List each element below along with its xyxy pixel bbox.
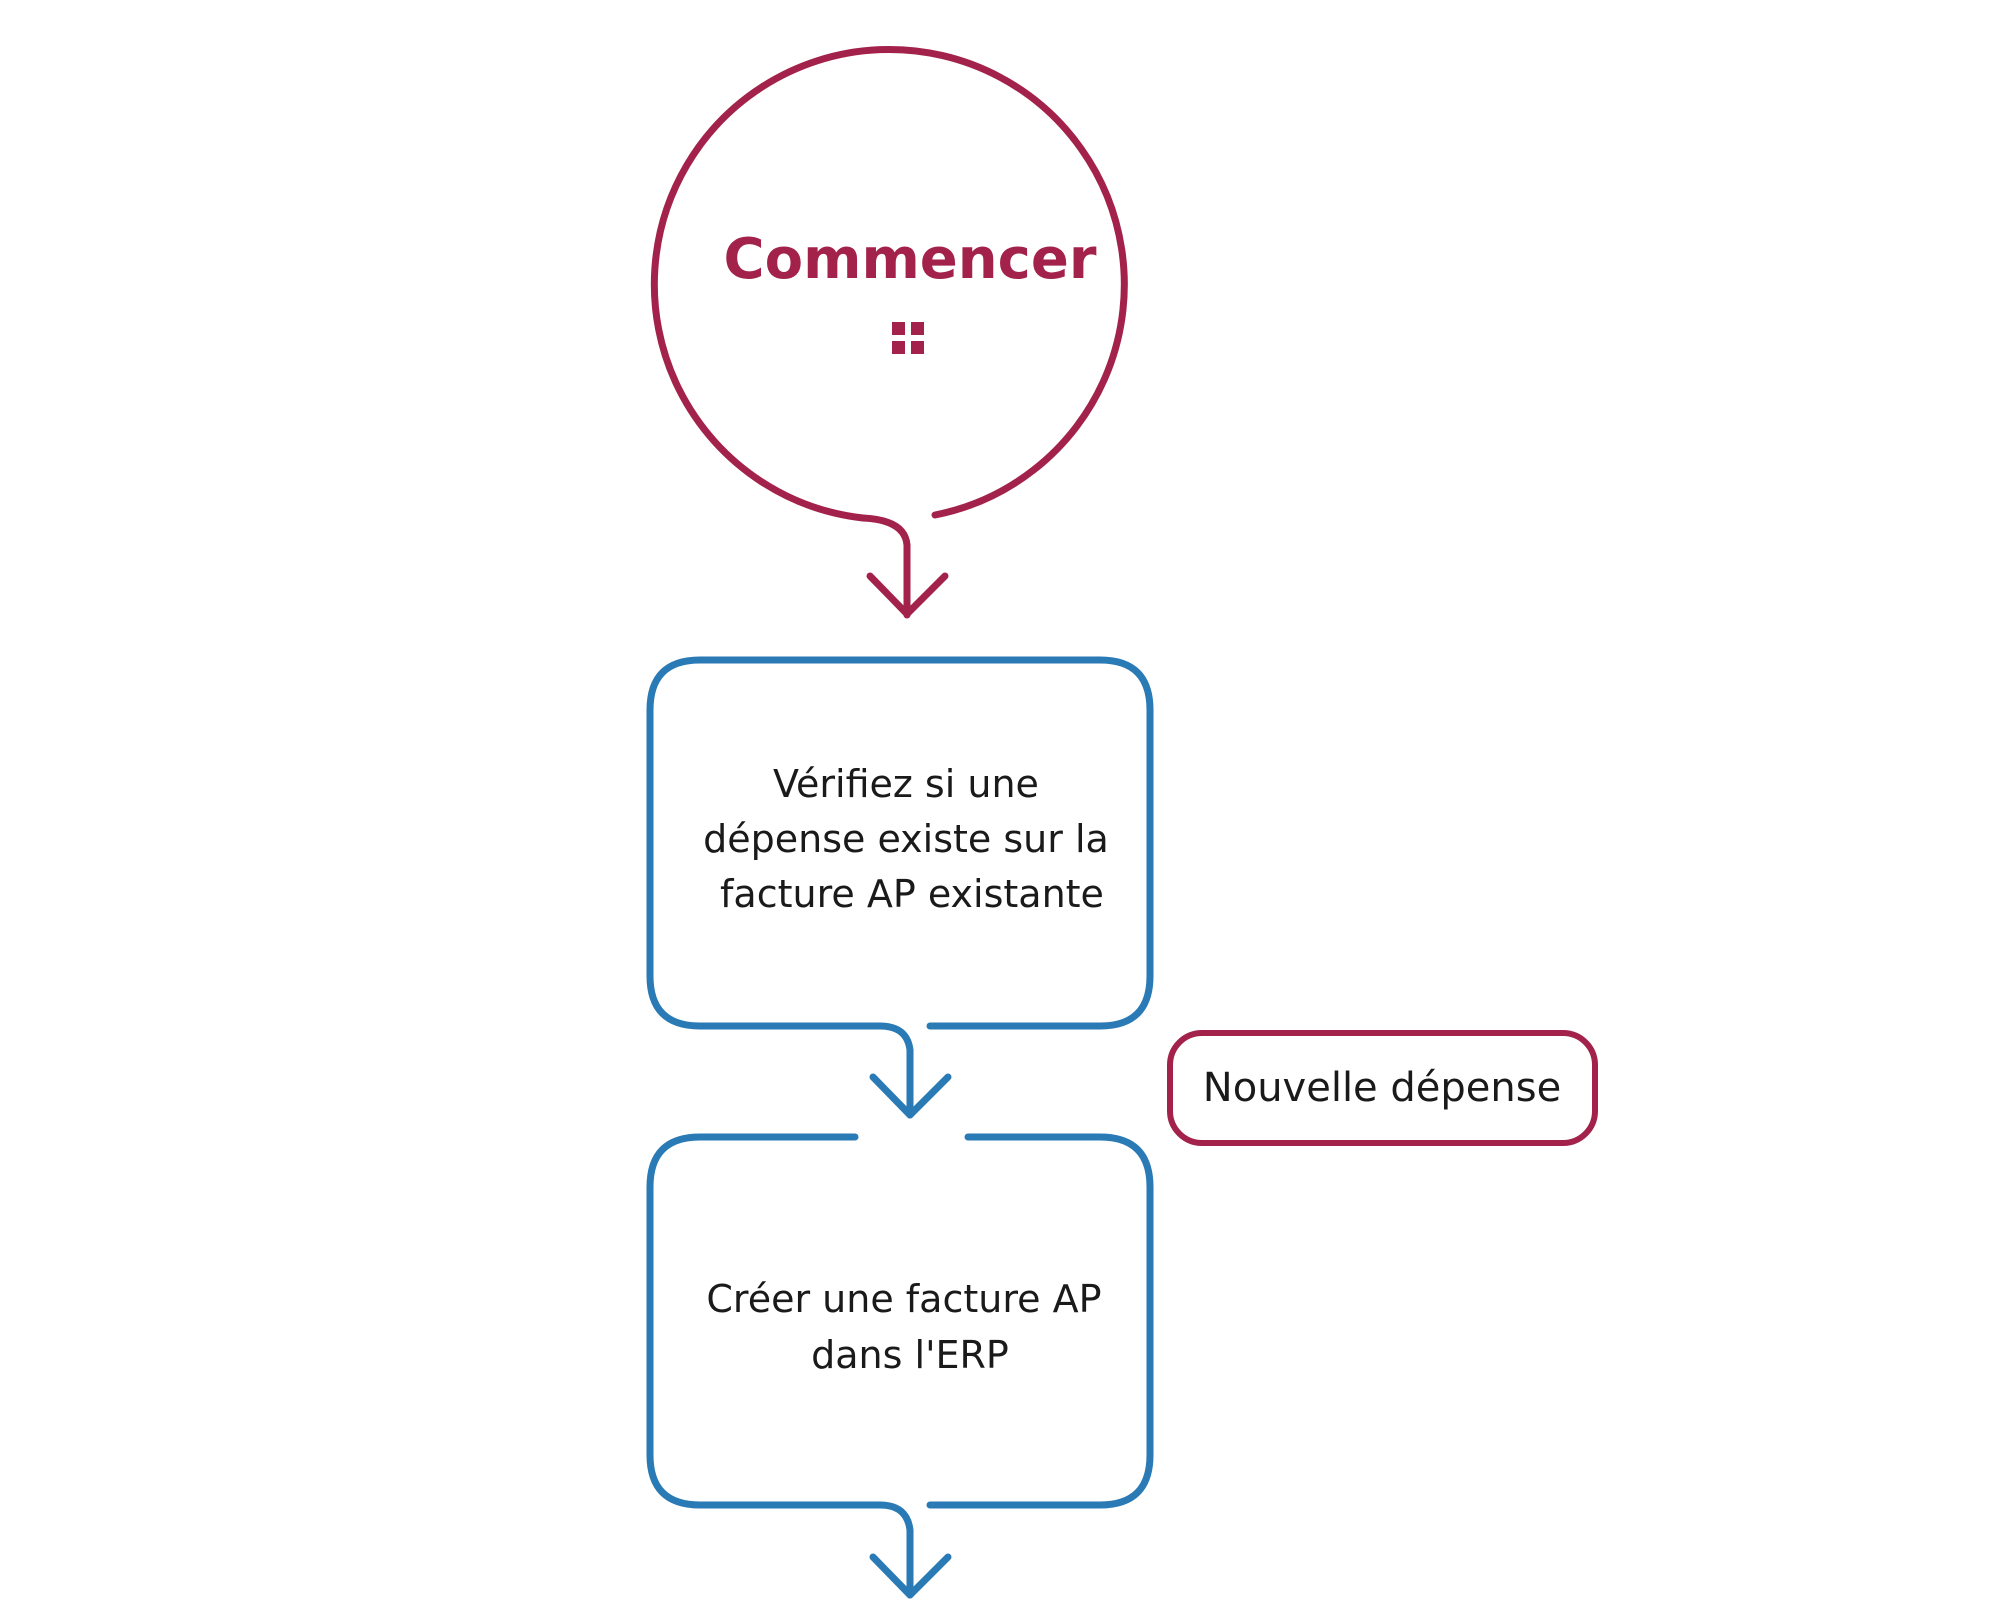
- branch-label-box[interactable]: [1167, 1030, 1598, 1146]
- process-step-1-box[interactable]: [646, 656, 1154, 1030]
- connector-step-2-out: [869, 1501, 952, 1599]
- connector-step-1-to-step-2: [869, 1022, 952, 1119]
- process-step-2-label: Créer une facture AP dans l'ERP: [706, 1277, 1113, 1377]
- process-step-1-label: Vérifiez si une dépense existe sur la fa…: [703, 762, 1121, 916]
- arrow-down-icon: [869, 1073, 952, 1119]
- connector-start-to-step-1: [859, 514, 949, 619]
- process-step-2-box[interactable]: [646, 1133, 1154, 1509]
- start-node-label: Commencer: [724, 227, 1097, 292]
- start-node-circle[interactable]: [650, 45, 1128, 522]
- grid-icon: [892, 322, 924, 354]
- arrow-down-icon: [866, 572, 949, 618]
- branch-label-text: Nouvelle dépense: [1203, 1065, 1561, 1111]
- arrow-down-icon: [869, 1553, 952, 1599]
